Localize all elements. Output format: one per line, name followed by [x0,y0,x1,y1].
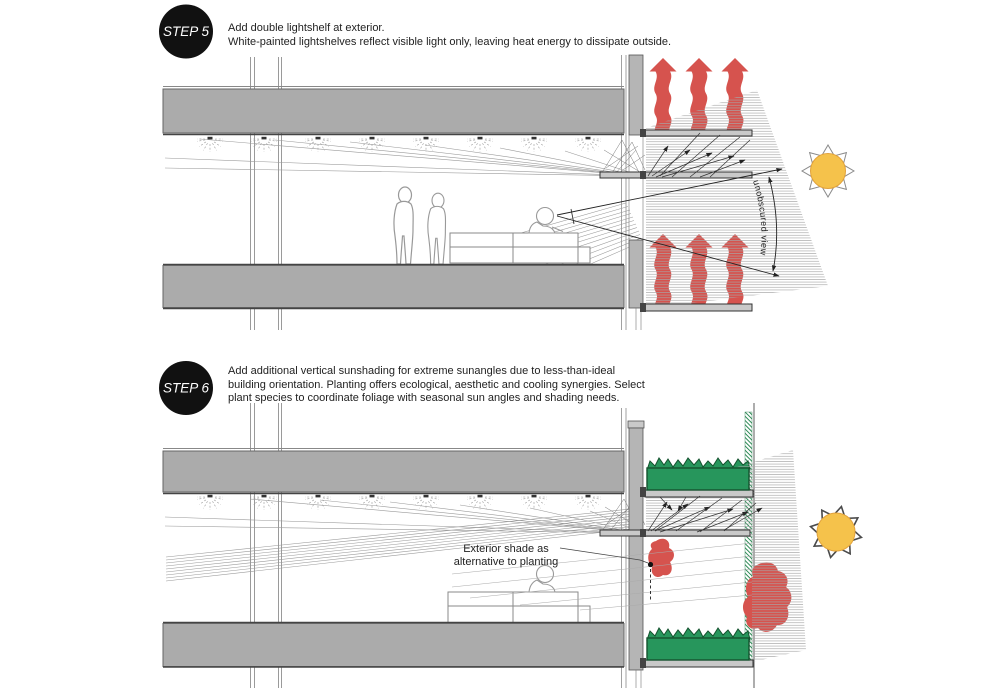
roof-slab [162,86,625,136]
lightshelf-lower [642,303,753,312]
roof-slab [162,448,625,495]
interior-sunbeam [165,507,641,582]
planter-box-lower [646,637,750,661]
person-seated [528,206,564,234]
reception-desk [449,232,591,264]
step6-badge [159,361,213,415]
step6-description-line-3: plant species to coordinate foliage with… [228,392,619,404]
step6-description-line-1: Add additional vertical sunshading for e… [228,365,615,377]
under-shelf-rays [451,542,753,611]
callout-anchor-dot [647,561,654,568]
callout-leader-line [559,547,649,564]
shelf-bounce-arrows [647,495,763,533]
planter-shelf-lower [644,659,754,668]
sun-icon [804,500,868,564]
interior-shelf-crisscross [599,139,646,177]
planters-and-shelves [599,467,754,668]
callout-line-2: alternative to planting [454,556,559,568]
planter-shelf-upper [644,489,754,498]
step5-description-line-1: Add double lightshelf at exterior. [228,22,385,34]
floor-slab [162,263,625,310]
step6-header: STEP 6 Add additional vertical sunshadin… [159,361,645,415]
view-cone [556,167,783,277]
exterior-shade-callout: Exterior shade as alternative to plantin… [454,543,654,601]
planter-foliage [646,457,751,641]
lightshelves [599,129,753,312]
floor-slab [162,621,625,668]
ceiling-bounce-rays [164,138,642,177]
planter-box-upper [646,467,750,491]
facade-mullion [627,420,645,688]
sun-icon [801,144,855,198]
step5-badge-label: STEP 5 [163,24,210,39]
exterior-shade-blob-small [648,538,674,578]
reception-desk [447,591,591,624]
facade-mullion [628,54,644,330]
step6-diagram: Exterior shade as alternative to plantin… [162,403,868,688]
step5-description-line-2: White-painted lightshelves reflect visib… [228,36,671,48]
exterior-sunbeam-hatch [646,450,806,662]
step6-description-line-2: building orientation. Planting offers ec… [228,379,645,391]
ceiling-light-icons [196,494,602,511]
step5-badge [159,4,213,59]
step6-badge-label: STEP 6 [163,381,210,396]
person-seated [528,564,556,593]
shelf-bounce-arrows [647,132,751,178]
exterior-sunbeam-hatch [646,90,828,309]
person-standing-1 [393,186,414,265]
lightshelf-middle [599,529,751,537]
callout-line-1: Exterior shade as [463,543,549,555]
ceiling-light-icons [196,136,602,153]
step5-header: STEP 5 Add double lightshelf at exterior… [159,4,671,59]
lightshelf-upper [642,129,753,137]
step5-diagram: unobscured view [162,54,855,330]
person-standing-2 [427,192,447,265]
